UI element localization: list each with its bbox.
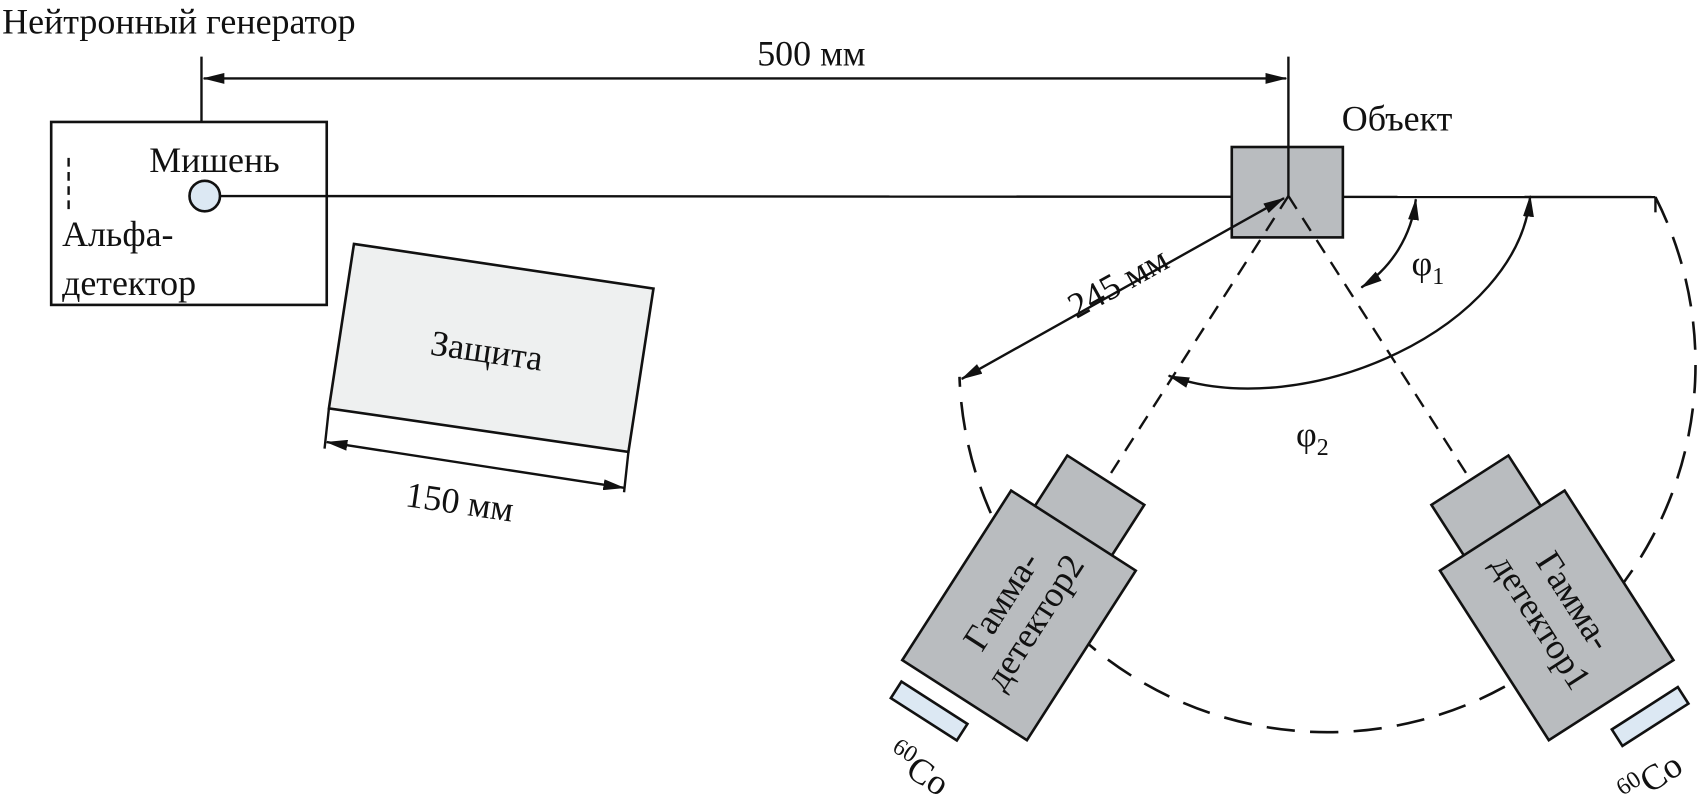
co60-label-1: 60Co: [1612, 743, 1690, 808]
co60-label-2: 60Co: [880, 734, 958, 804]
alpha-detector-label-1: Альфа-: [62, 214, 173, 254]
dimension-150-arrow: [325, 439, 626, 491]
gamma-detector-2: Гамма- детектор2: [889, 453, 1147, 743]
co60-source-2: [889, 679, 970, 743]
phi2-angle-arc: [1167, 194, 1534, 390]
phi1-label: φ1: [1411, 244, 1444, 291]
target-label: Мишень: [149, 140, 279, 180]
dimension-500-label: 500 мм: [757, 33, 865, 73]
sight-line-detector2: [1093, 195, 1290, 500]
alpha-detector-label-2: детектор: [62, 263, 196, 303]
beam-line: [219, 194, 1656, 199]
phi1-angle-arc: [1360, 198, 1419, 289]
shield-extension-left: [323, 408, 331, 449]
shield-extension-right: [622, 451, 630, 493]
generator-box: [49, 120, 329, 307]
dimension-150-label: 150 мм: [403, 474, 516, 529]
gamma-detector-1: Гамма- детектор1: [1429, 453, 1691, 748]
detector1-body: [1438, 488, 1676, 742]
co60-source-1: [1610, 685, 1691, 748]
phi2-label: φ2: [1296, 414, 1329, 461]
dimension-245-label: 245 мм: [1061, 239, 1175, 326]
detector2-body: [900, 488, 1138, 742]
generator-label: Нейтронный генератор: [2, 2, 355, 42]
object-label: Объект: [1342, 99, 1453, 139]
target-circle: [188, 179, 222, 213]
